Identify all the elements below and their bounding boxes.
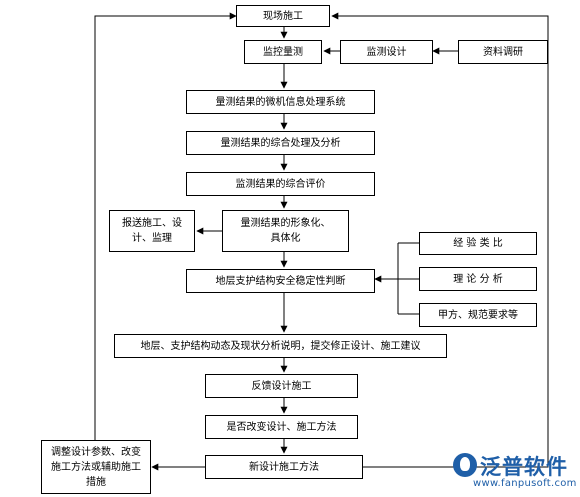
node-site-construction: 现场施工 <box>236 5 330 27</box>
brand-url: www.fanpusoft.com <box>473 478 577 489</box>
node-change-decision: 是否改变设计、施工方法 <box>205 415 358 439</box>
brand-logo: 泛普软件 www.fanpusoft.com <box>453 451 578 493</box>
node-adjust-params: 调整设计参数、改变施工方法或辅助施工措施 <box>41 440 151 494</box>
brand-mark-icon <box>453 453 477 477</box>
node-client-specifications: 甲方、规范要求等 <box>419 303 537 327</box>
node-monitoring-design: 监测设计 <box>340 40 433 64</box>
node-dynamic-analysis: 地层、支护结构动态及现状分析说明，提交修正设计、施工建议 <box>114 334 447 358</box>
node-experience-analogy: 经 验 类 比 <box>419 232 537 255</box>
node-comprehensive-evaluation: 监测结果的综合评价 <box>186 172 375 196</box>
node-report: 报送施工、设计、监理 <box>109 210 195 252</box>
node-microcomputer-processing: 量测结果的微机信息处理系统 <box>186 90 375 114</box>
node-monitoring-measurement: 监控量测 <box>244 40 322 64</box>
node-data-research: 资料调研 <box>458 40 548 64</box>
brand-name: 泛普软件 <box>480 455 568 479</box>
loop-left-back-to-site <box>94 12 237 440</box>
node-theoretical-analysis: 理 论 分 析 <box>419 267 537 291</box>
node-feedback: 反馈设计施工 <box>205 374 358 398</box>
node-comprehensive-processing: 量测结果的综合处理及分析 <box>186 131 375 155</box>
node-new-design: 新设计施工方法 <box>205 455 363 479</box>
node-visualization: 量测结果的形象化、具体化 <box>222 210 349 252</box>
node-stability-judgment: 地层支护结构安全稳定性判断 <box>186 269 375 293</box>
